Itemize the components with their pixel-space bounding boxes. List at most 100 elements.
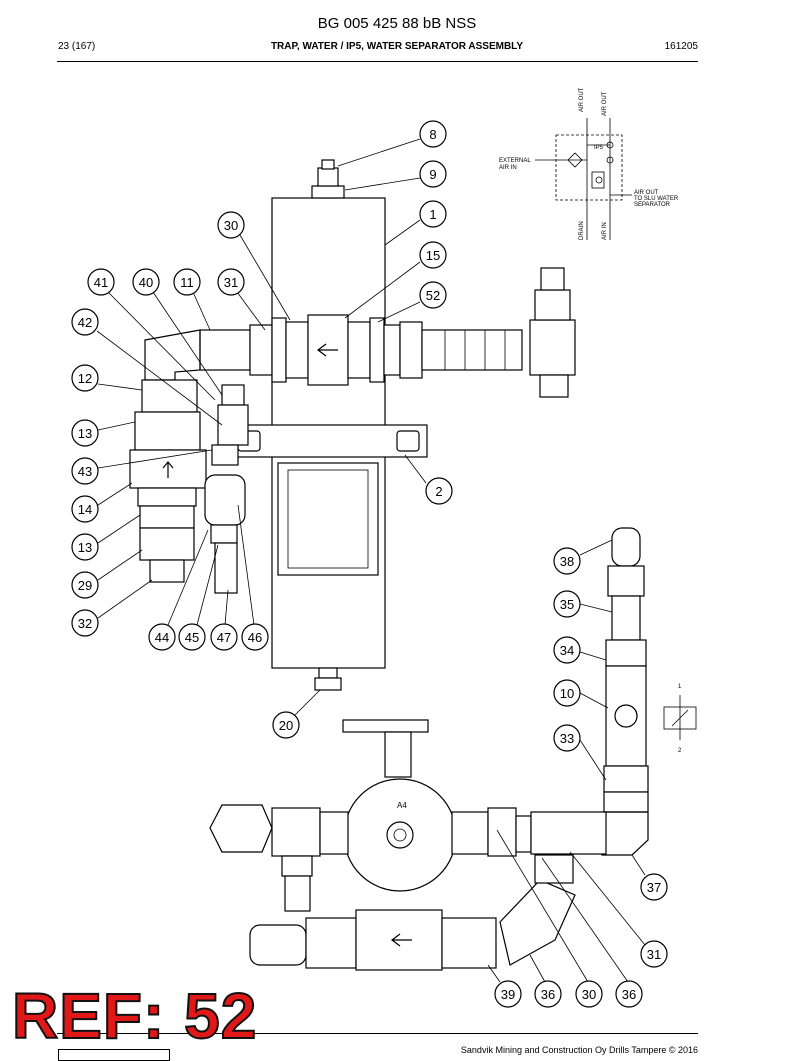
balloon-12: 12: [71, 364, 99, 392]
svg-text:14: 14: [78, 502, 92, 517]
balloons: 8 9 1 30 15 52 41 40 11 31 42 12 13 43 2…: [71, 120, 668, 1008]
header-rule: [57, 61, 698, 62]
balloon-36: 36: [534, 980, 562, 1008]
svg-text:13: 13: [78, 540, 92, 555]
label-air-out-1: AIR OUT: [579, 87, 585, 112]
balloon-32: 32: [71, 609, 99, 637]
copyright: Sandvik Mining and Construction Oy Drill…: [460, 1045, 698, 1055]
pneumatic-schematic: AIR OUT AIR OUT IP5 EXTERNAL AIR IN AIR …: [499, 87, 679, 240]
balloon-1: 1: [419, 200, 447, 228]
svg-text:31: 31: [224, 275, 238, 290]
svg-text:8: 8: [429, 127, 436, 142]
svg-text:15: 15: [426, 248, 440, 263]
balloon-45: 45: [178, 623, 206, 651]
left-drain-assembly: [129, 329, 249, 594]
footer-rule: [57, 1033, 698, 1034]
svg-text:9: 9: [429, 167, 436, 182]
balloon-9: 9: [419, 160, 447, 188]
balloon-31: 31: [217, 268, 245, 296]
balloon-34: 34: [553, 636, 581, 664]
balloon-44: 44: [148, 623, 176, 651]
svg-text:52: 52: [426, 288, 440, 303]
balloon-36-lower: 36: [615, 980, 643, 1008]
svg-text:13: 13: [78, 426, 92, 441]
svg-text:44: 44: [155, 630, 169, 645]
label-air-in: AIR IN: [602, 222, 608, 240]
balloon-35: 35: [553, 590, 581, 618]
balloon-13-lower: 13: [71, 533, 99, 561]
balloon-37: 37: [640, 873, 668, 901]
balloon-2: 2: [425, 477, 453, 505]
leader-lines: [96, 138, 646, 983]
svg-text:29: 29: [78, 578, 92, 593]
balloon-52: 52: [419, 281, 447, 309]
svg-text:30: 30: [582, 987, 596, 1002]
svg-text:35: 35: [560, 597, 574, 612]
balloon-43: 43: [71, 457, 99, 485]
svg-text:36: 36: [622, 987, 636, 1002]
svg-text:41: 41: [94, 275, 108, 290]
label-separator: SEPARATOR: [634, 202, 671, 208]
balloon-30: 30: [217, 211, 245, 239]
balloon-14: 14: [71, 495, 99, 523]
balloon-10: 10: [553, 679, 581, 707]
section-title: TRAP, WATER / IP5, WATER SEPARATOR ASSEM…: [270, 41, 524, 52]
balloon-8: 8: [419, 120, 447, 148]
svg-text:43: 43: [78, 464, 92, 479]
svg-text:32: 32: [78, 616, 92, 631]
document-title: BG 005 425 88 bB NSS: [317, 15, 477, 32]
valve-symbol: 1 2: [663, 684, 697, 754]
balloon-41: 41: [87, 268, 115, 296]
balloon-20: 20: [272, 711, 300, 739]
svg-text:33: 33: [560, 731, 574, 746]
balloon-39: 39: [494, 980, 522, 1008]
page-number: 23 (167): [58, 41, 96, 52]
balloon-30-lower: 30: [575, 980, 603, 1008]
svg-text:47: 47: [217, 630, 231, 645]
valve-port-1: 1: [678, 684, 682, 690]
svg-text:30: 30: [224, 218, 238, 233]
right-branch: [601, 527, 649, 856]
label-external-air-in: AIR IN: [499, 165, 517, 171]
label-to-slu: TO SLU WATER: [634, 196, 679, 202]
balloon-47: 47: [210, 623, 238, 651]
main-pipeline: [199, 267, 576, 398]
svg-text:45: 45: [185, 630, 199, 645]
svg-text:1: 1: [429, 207, 436, 222]
svg-text:10: 10: [560, 686, 574, 701]
svg-text:34: 34: [560, 643, 574, 658]
svg-text:20: 20: [279, 718, 293, 733]
balloon-38: 38: [553, 547, 581, 575]
valve-port-2: 2: [678, 748, 682, 754]
svg-text:12: 12: [78, 371, 92, 386]
label-air-out-slu: AIR OUT: [634, 190, 659, 196]
pump-assembly: A4: [209, 719, 607, 971]
balloon-42: 42: [71, 308, 99, 336]
balloon-13: 13: [71, 419, 99, 447]
svg-text:39: 39: [501, 987, 515, 1002]
svg-text:40: 40: [139, 275, 153, 290]
label-ip5: IP5: [594, 145, 604, 151]
balloon-40: 40: [132, 268, 160, 296]
svg-text:11: 11: [180, 275, 194, 290]
svg-text:36: 36: [541, 987, 555, 1002]
svg-text:38: 38: [560, 554, 574, 569]
schematic-labels: AIR OUT AIR OUT IP5 EXTERNAL AIR IN AIR …: [499, 87, 679, 240]
balloon-15: 15: [419, 241, 447, 269]
svg-text:42: 42: [78, 315, 92, 330]
document-code: 161205: [664, 41, 698, 52]
mounting-bracket: [231, 424, 428, 458]
balloon-29: 29: [71, 571, 99, 599]
balloon-33: 33: [553, 724, 581, 752]
balloon-31-lower: 31: [640, 940, 668, 968]
svg-text:37: 37: [647, 880, 661, 895]
svg-text:46: 46: [248, 630, 262, 645]
label-air-out-2: AIR OUT: [602, 91, 608, 116]
water-separator: [271, 159, 386, 691]
balloon-46: 46: [241, 623, 269, 651]
label-external: EXTERNAL: [499, 158, 531, 164]
label-drain: DRAIN: [579, 221, 585, 240]
svg-text:2: 2: [435, 484, 442, 499]
balloon-11: 11: [173, 268, 201, 296]
